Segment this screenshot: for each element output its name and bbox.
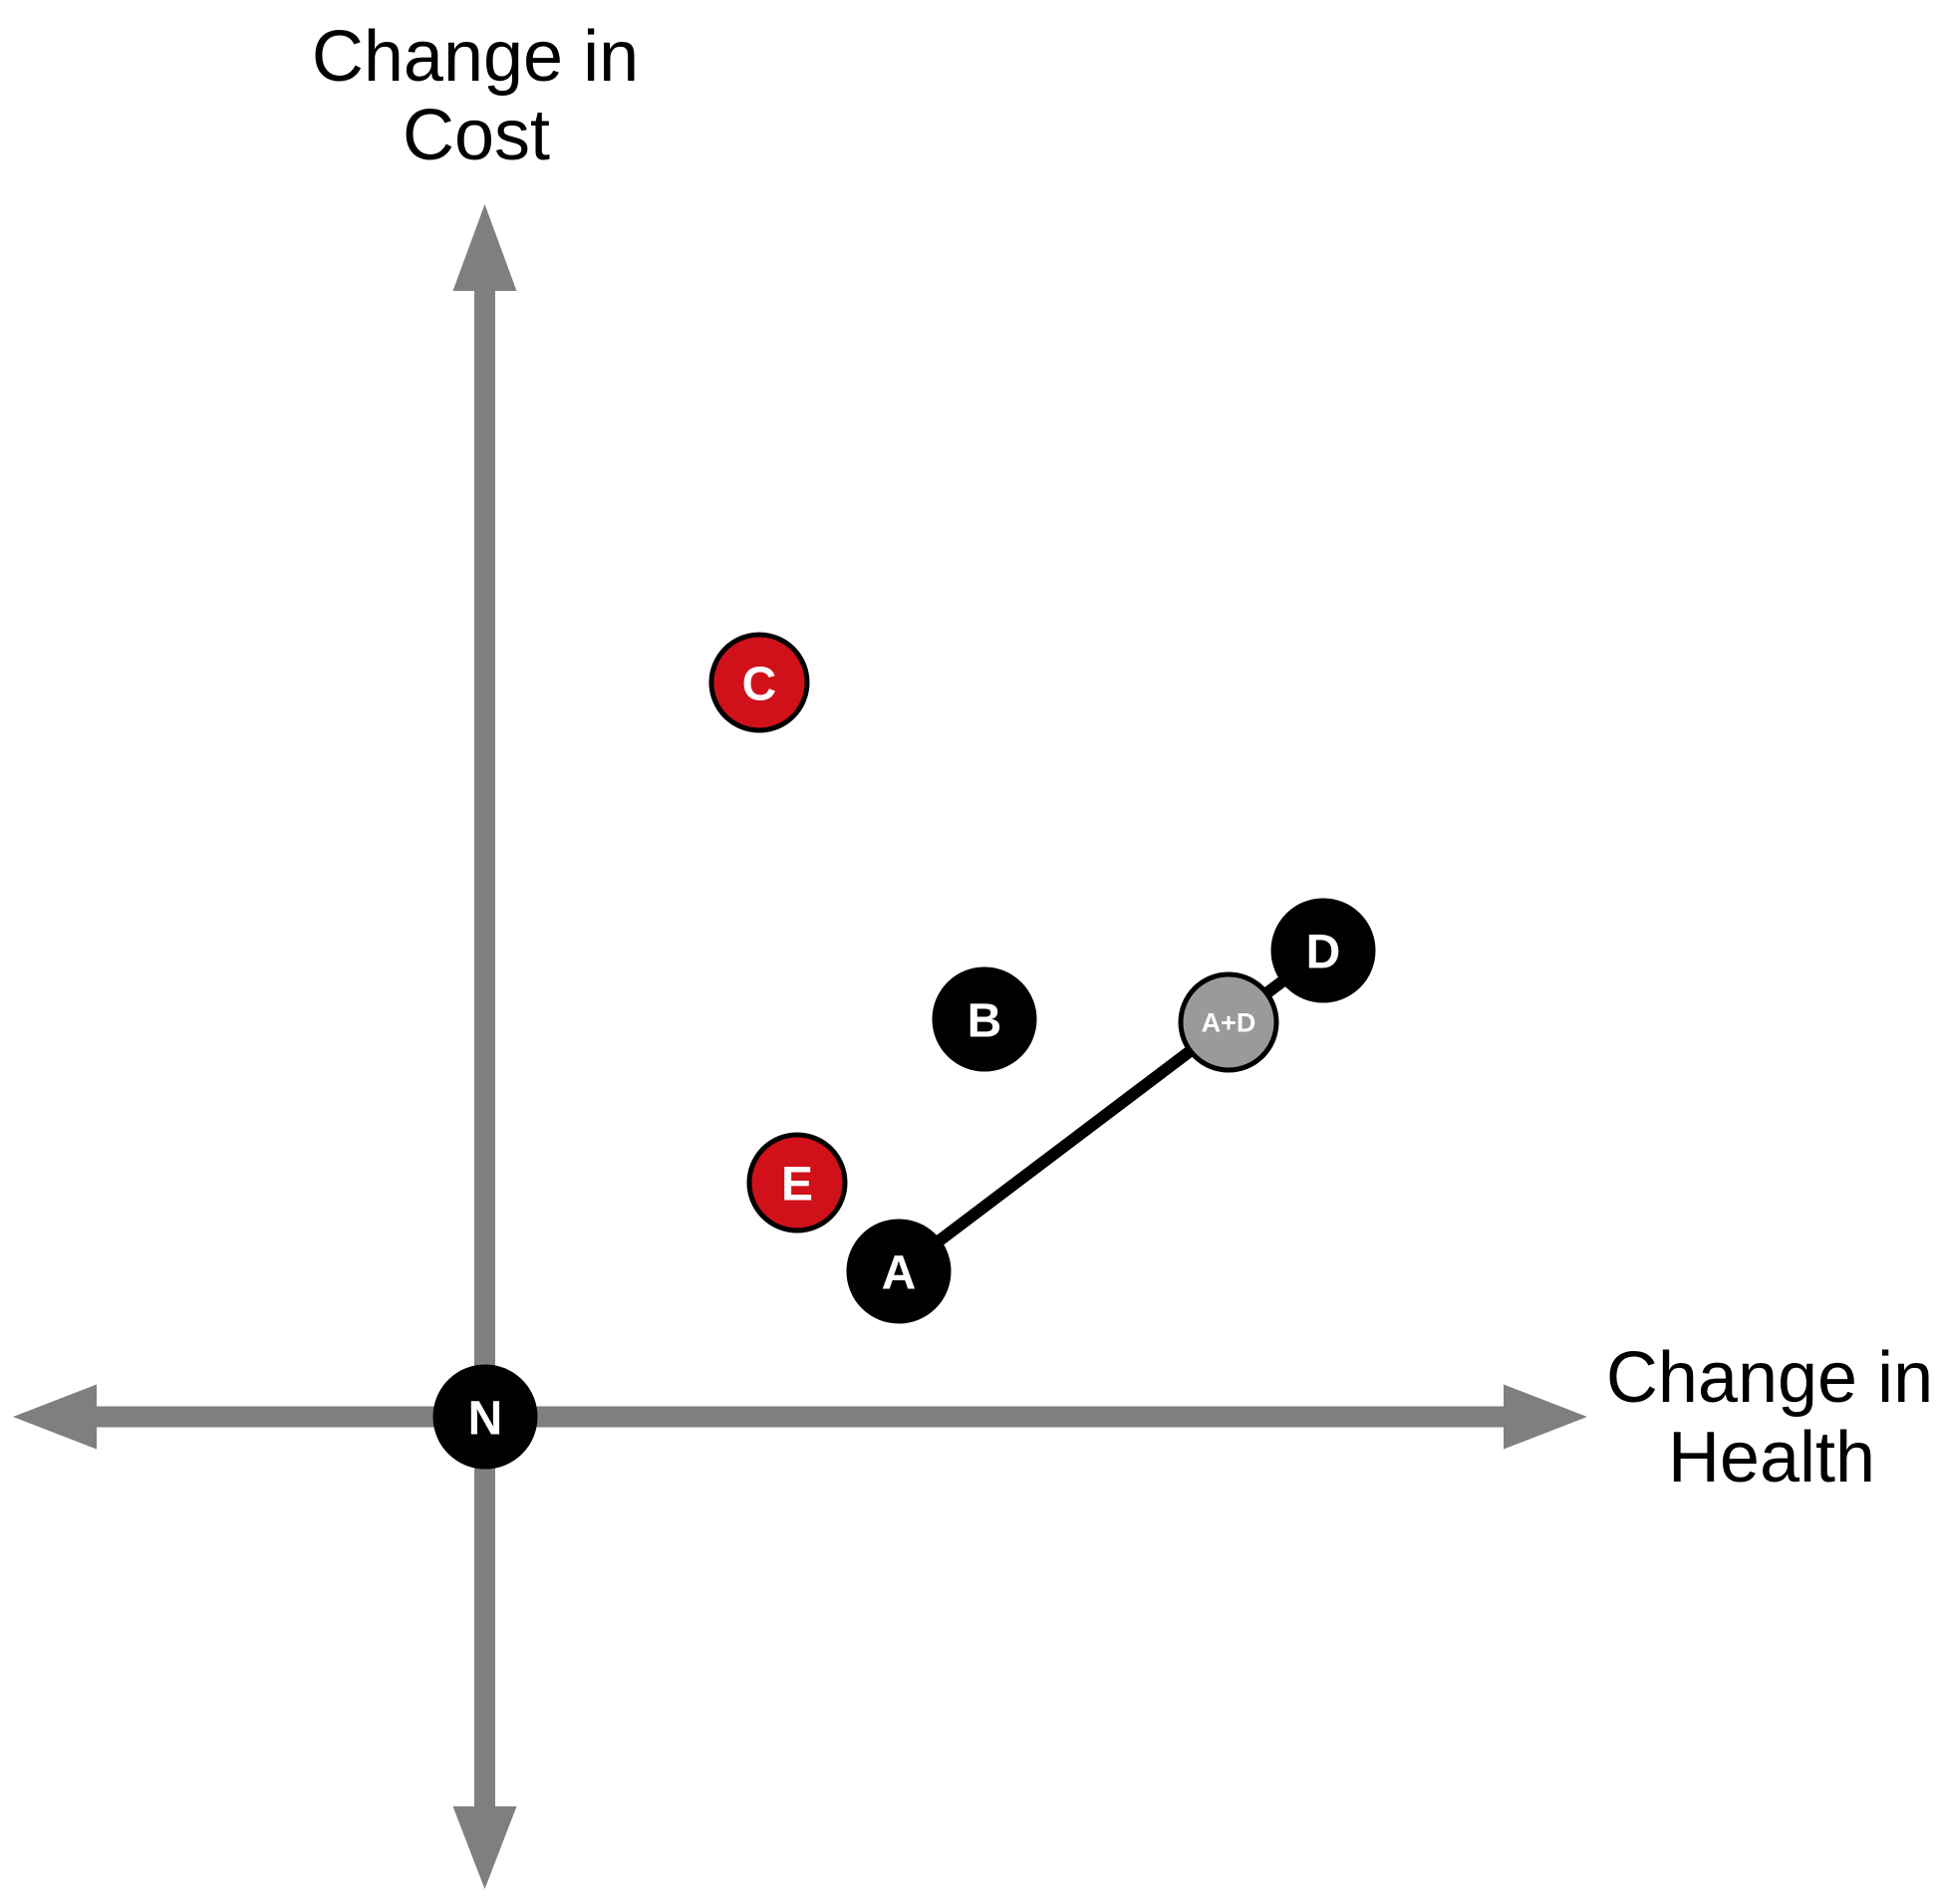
point-label-D: D [1306, 926, 1341, 978]
point-E: E [746, 1132, 848, 1233]
point-circle-E [746, 1132, 848, 1233]
point-AD: A+D [1178, 971, 1279, 1073]
point-label-N: N [468, 1392, 503, 1445]
point-A: A [846, 1219, 952, 1324]
point-D: D [1270, 898, 1376, 1003]
point-label-E: E [781, 1158, 813, 1211]
y-axis-arrow-down-icon [452, 1806, 517, 1889]
x-axis-arrow-left-icon [13, 1384, 97, 1450]
x-axis-title-line2: Health [1668, 1418, 1875, 1497]
y-axis-arrow-up-icon [452, 204, 517, 291]
x-axis-title-line1: Change in [1606, 1338, 1933, 1418]
points-layer: N C B E A A+D D [432, 632, 1376, 1470]
y-axis-title-line1: Change in [312, 17, 639, 97]
point-circle-C [708, 632, 810, 733]
point-B: B [932, 966, 1037, 1072]
point-circle-AD [1178, 971, 1279, 1073]
point-circle-D [1270, 898, 1376, 1003]
point-label-B: B [968, 994, 1002, 1047]
point-C: C [708, 632, 810, 733]
point-N: N [432, 1364, 538, 1470]
x-axis-arrow-right-icon [1504, 1384, 1587, 1450]
point-circle-B [932, 966, 1037, 1072]
point-label-A: A [882, 1246, 917, 1299]
point-label-AD: A+D [1202, 1008, 1256, 1038]
point-label-C: C [742, 658, 777, 710]
y-axis [452, 204, 517, 1889]
point-circle-A [846, 1219, 952, 1324]
point-circle-N [432, 1364, 538, 1470]
x-axis [13, 1384, 1587, 1450]
y-axis-title-line2: Cost [403, 96, 550, 175]
